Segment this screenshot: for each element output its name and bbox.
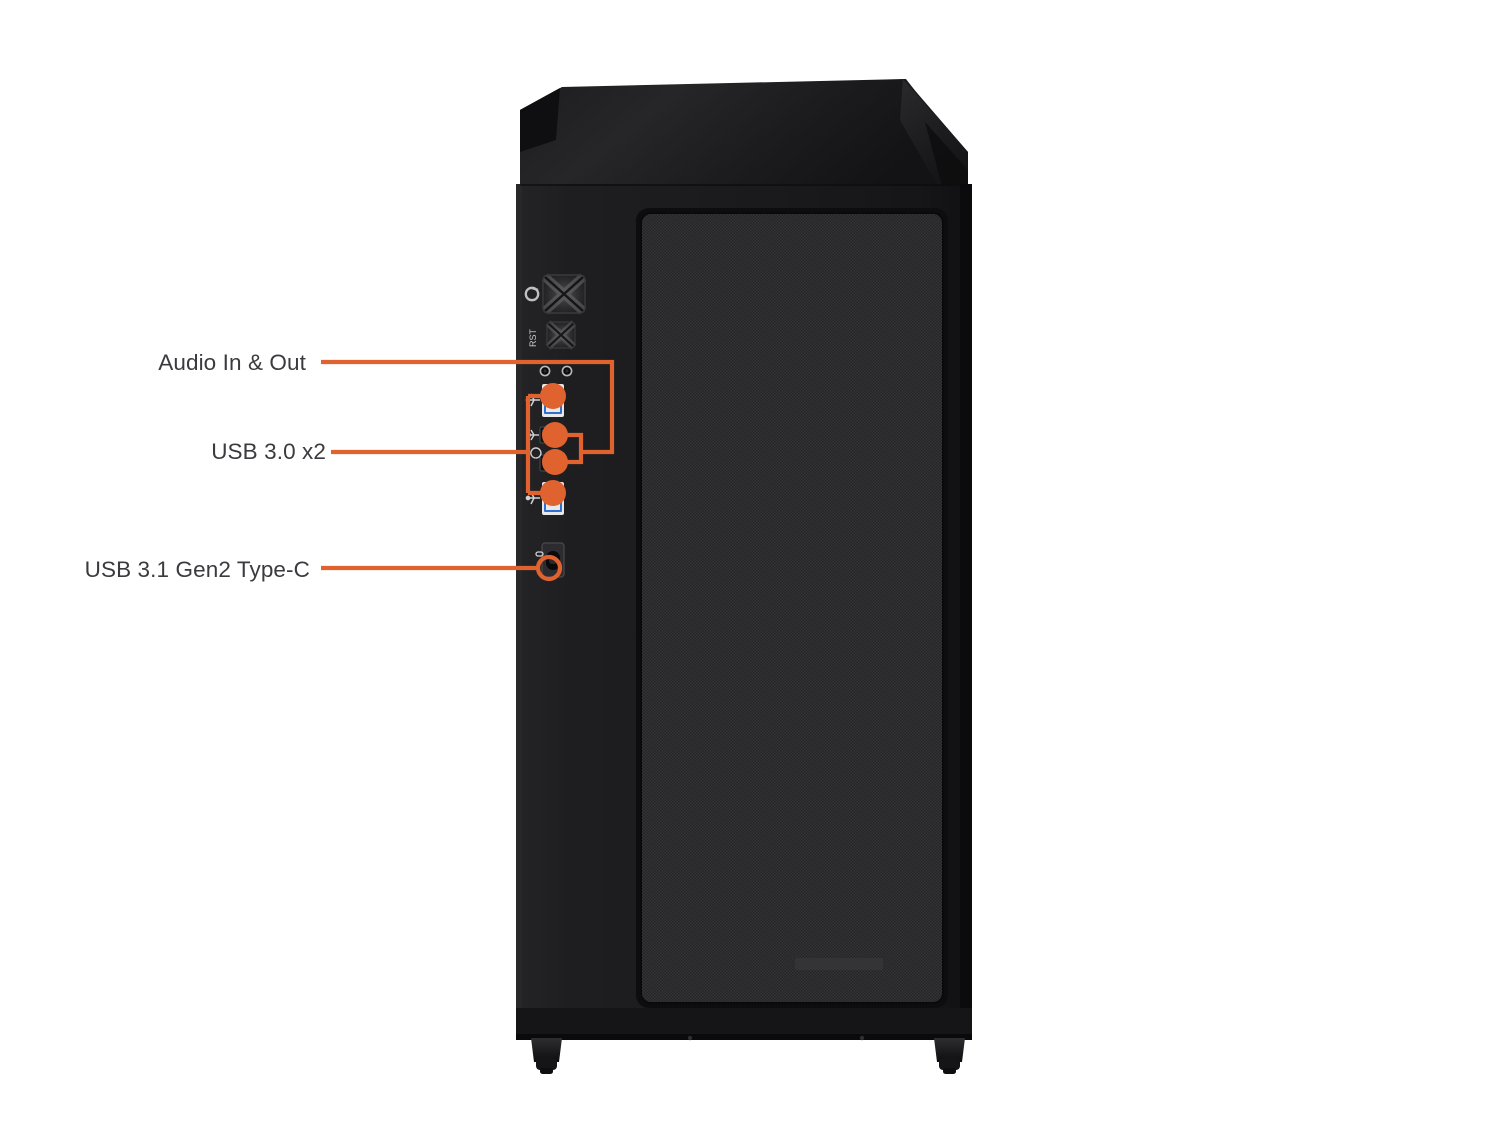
- svg-text:RST: RST: [528, 328, 538, 347]
- usb-3-0-port-bottom: [542, 482, 564, 515]
- case-foot-right: [934, 1038, 965, 1074]
- case-foot-left: [531, 1038, 562, 1074]
- usb-3-0-port-top: [542, 384, 564, 417]
- callout-label-usb30: USB 3.0 x2: [211, 439, 326, 464]
- reset-icon: RST: [528, 328, 538, 347]
- front-mesh-panel: [636, 208, 948, 1008]
- usb-2-0-port-upper: [539, 426, 563, 444]
- reset-button: [545, 320, 577, 350]
- power-icon: [524, 286, 540, 302]
- audio-in-jack: [561, 365, 573, 377]
- power-button: [541, 273, 587, 315]
- callout-label-typec: USB 3.1 Gen2 Type-C: [84, 557, 310, 582]
- usb-type-c-port: [541, 542, 565, 578]
- callout-label-audio: Audio In & Out: [158, 350, 306, 375]
- usb-2-0-port-lower: [539, 454, 563, 472]
